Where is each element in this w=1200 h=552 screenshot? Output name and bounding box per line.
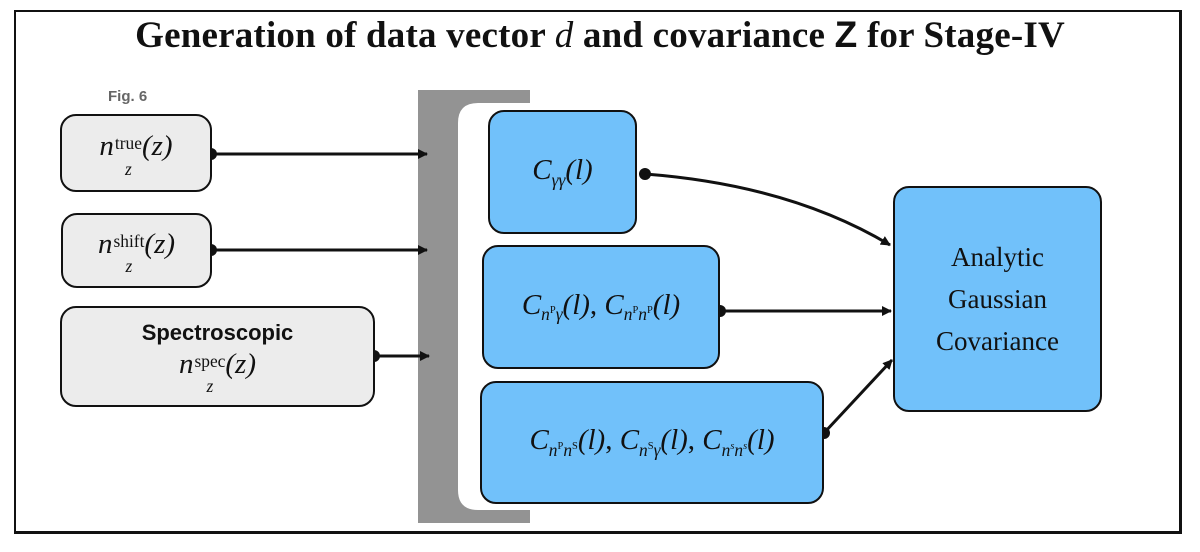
gaussian-covariance-box: Analytic Gaussian Covariance xyxy=(893,186,1102,412)
title-middle: and covariance xyxy=(573,15,835,56)
title-suffix: for Stage-IV xyxy=(857,15,1065,56)
arrow-ntrue xyxy=(205,148,428,160)
arrow-spectroscopic-to-covariance xyxy=(818,358,894,439)
photometric-expression: CnPγ(l), CnPnP(l) xyxy=(521,288,681,325)
data-vector-symbol: d xyxy=(554,15,574,56)
title-prefix: Generation of data vector xyxy=(135,15,555,56)
spectrum-spectroscopic-box: CnPnS(l), CnSγ(l), Cnsns(l) xyxy=(480,381,824,504)
spectroscopic-expression: CnPnS(l), CnSγ(l), Cnsns(l) xyxy=(529,424,775,460)
covariance-line-2: Gaussian xyxy=(948,284,1047,314)
arrow-nshift xyxy=(205,244,428,256)
spectrum-cgg-box: Cγγ(l) xyxy=(488,110,637,234)
covariance-symbol: Z xyxy=(834,14,858,55)
covariance-line-1: Analytic xyxy=(951,242,1044,272)
grouping-bracket xyxy=(418,90,530,523)
arrow-photometric-to-covariance xyxy=(714,305,892,317)
arrow-cgg-to-covariance xyxy=(639,168,891,247)
spectrum-photometric-box: CnPγ(l), CnPnP(l) xyxy=(482,245,720,369)
spectroscopic-label: Spectroscopic xyxy=(141,319,294,345)
covariance-line-3: Covariance xyxy=(936,326,1059,356)
figure-reference: Fig. 6 xyxy=(108,88,148,105)
figure-title: Generation of data vector d and covarian… xyxy=(0,14,1200,57)
cgg-expression: Cγγ(l) xyxy=(532,153,593,190)
figure-frame xyxy=(14,10,1182,534)
